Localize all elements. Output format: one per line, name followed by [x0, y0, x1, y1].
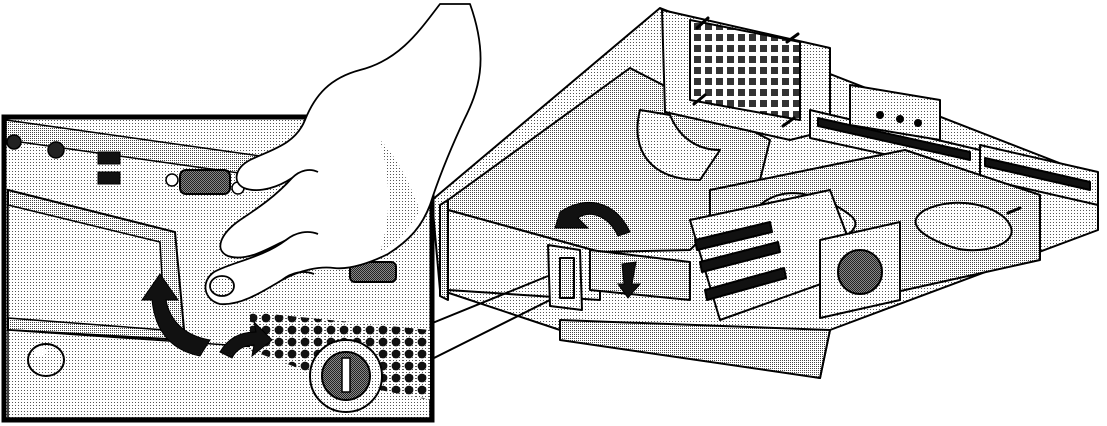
- screw-marks: [692, 16, 1022, 215]
- drive-led-2: [896, 115, 904, 123]
- chassis: [431, 7, 1099, 379]
- latch-tab: [559, 257, 575, 299]
- expansion-slot-1: [694, 221, 773, 251]
- power-supply-cable: [636, 109, 721, 181]
- chassis-front-face: [439, 199, 449, 301]
- hand-shading: [380, 140, 420, 252]
- hand-illustration: [204, 3, 482, 305]
- push-up-arrow-icon: [141, 273, 211, 357]
- hand: [204, 3, 482, 305]
- drive-cage-cutout-2: [914, 201, 1013, 252]
- chassis-arrows: [554, 201, 642, 299]
- panel-knob: [27, 343, 65, 377]
- vga-port-icon: [349, 261, 397, 283]
- curved-arrow-icon: [554, 201, 631, 237]
- usb-port-2-icon: [97, 171, 121, 185]
- audio-jack-2-icon: [47, 141, 65, 159]
- finger-crease-3: [281, 271, 315, 281]
- serial-port-icon: [165, 169, 245, 195]
- chassis-lower-rim: [559, 319, 831, 379]
- audio-jack-1-icon: [6, 134, 22, 150]
- fingertip: [209, 275, 235, 297]
- expansion-slot-2: [699, 241, 781, 273]
- rear-fan-icon: [837, 249, 883, 295]
- push-arrow-icon: [219, 320, 273, 359]
- finger-crease-2: [285, 231, 319, 241]
- finger-crease-1: [291, 169, 319, 179]
- expansion-slot-3: [704, 267, 787, 301]
- power-supply-fan-grille: [689, 19, 801, 121]
- down-arrow-icon: [617, 261, 642, 299]
- drive-led-1: [876, 111, 884, 119]
- key-lock-icon: [309, 339, 383, 413]
- adapter-card: [589, 249, 691, 301]
- callout-leader-lines: [429, 275, 551, 361]
- drive-slot-lower: [984, 157, 1091, 191]
- drive-led-3: [914, 119, 922, 127]
- usb-port-1-icon: [97, 151, 121, 165]
- drive-slot-upper: [817, 117, 971, 161]
